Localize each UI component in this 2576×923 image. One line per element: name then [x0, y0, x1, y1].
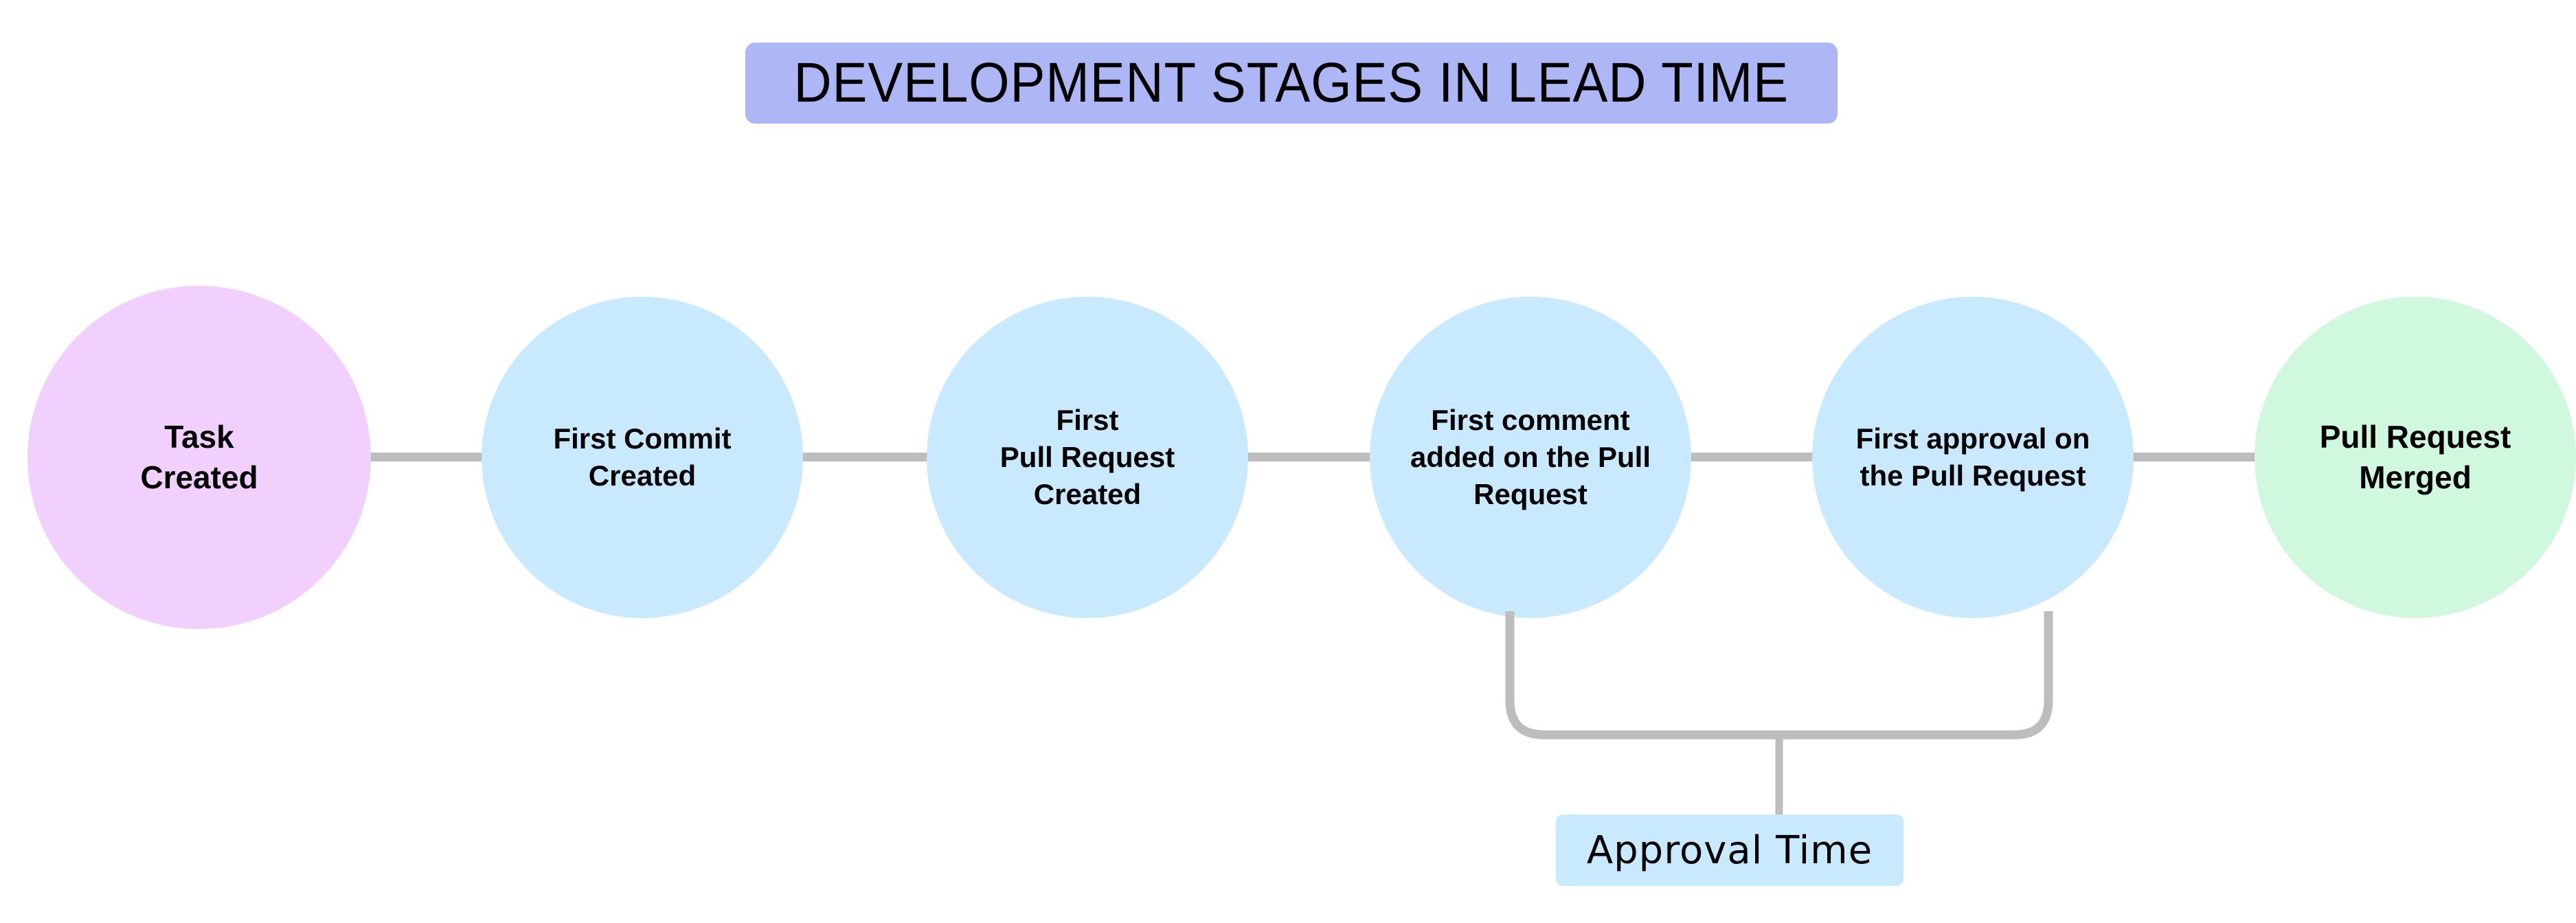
node-label: Pull Request Merged [2319, 419, 2511, 495]
connector-edge [1689, 453, 1814, 461]
approval-time-label: Approval Time [1586, 828, 1873, 873]
connector-edge [2132, 453, 2257, 461]
connector-edge [368, 453, 485, 461]
connector-edge [1246, 453, 1371, 461]
node-first-approval[interactable]: First approval on the Pull Request [1812, 297, 2134, 618]
node-task-created[interactable]: Task Created [27, 286, 371, 629]
node-first-comment-added[interactable]: First comment added on the Pull Request [1370, 297, 1691, 618]
diagram-title-banner: DEVELOPMENT STAGES IN LEAD TIME [745, 43, 1838, 124]
node-label: First comment added on the Pull Request [1410, 404, 1651, 510]
page-title: DEVELOPMENT STAGES IN LEAD TIME [793, 52, 1789, 114]
approval-time-label-box[interactable]: Approval Time [1556, 814, 1903, 886]
node-label: First Commit Created [553, 422, 732, 492]
connector-edge [802, 453, 929, 461]
node-label: Task Created [140, 419, 258, 495]
approval-time-bracket [1505, 611, 2053, 817]
node-first-commit-created[interactable]: First Commit Created [482, 297, 803, 618]
node-first-pull-request-created[interactable]: First Pull Request Created [927, 297, 1248, 618]
node-pull-request-merged[interactable]: Pull Request Merged [2255, 297, 2576, 618]
node-label: First approval on the Pull Request [1855, 422, 2090, 492]
node-label: First Pull Request Created [999, 404, 1175, 510]
